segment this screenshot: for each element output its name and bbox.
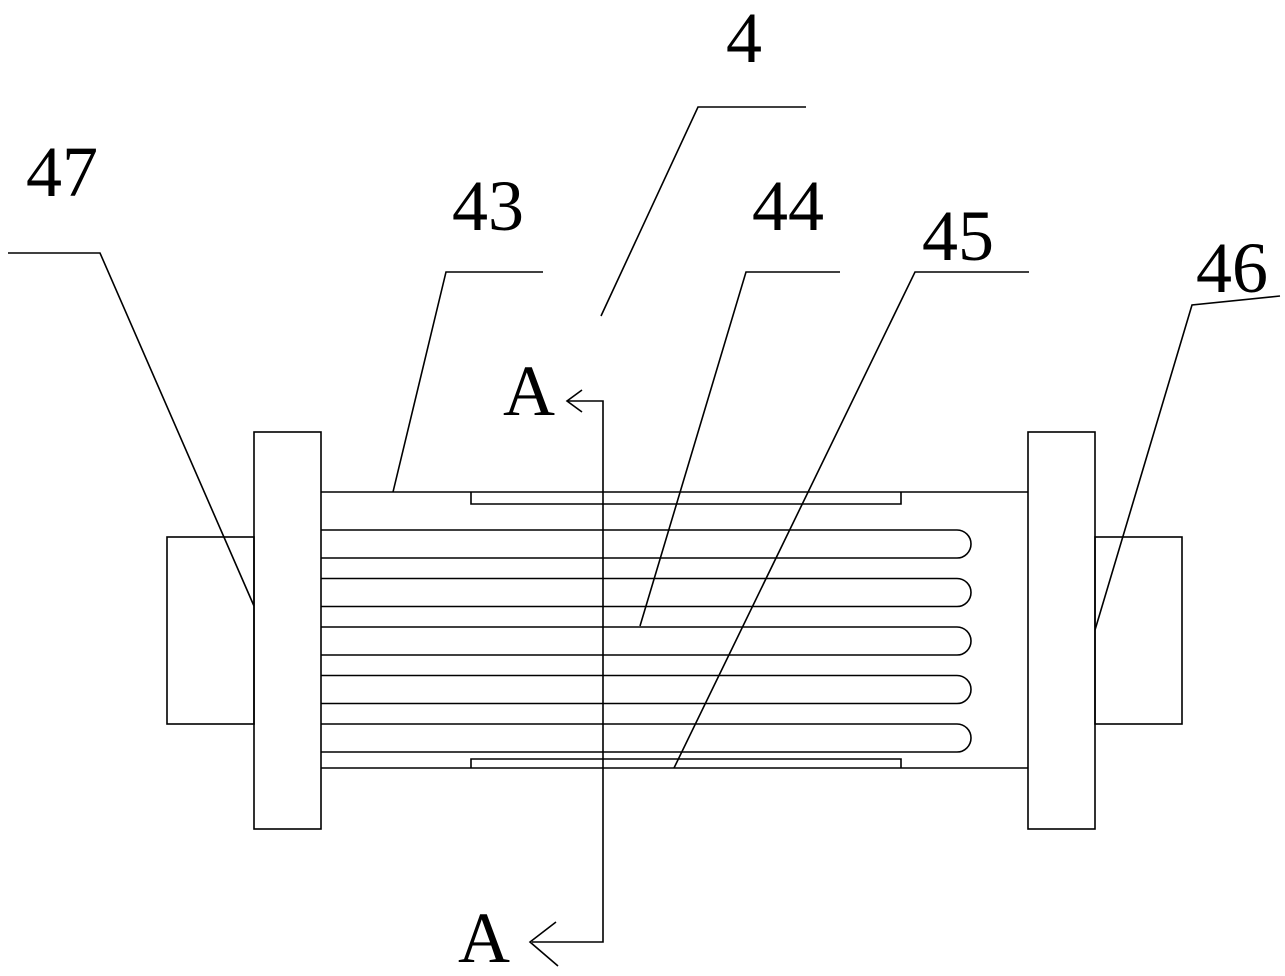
- bottom-baffle-strip: [470, 758, 902, 768]
- section-mark-bottom: A: [458, 898, 510, 976]
- right-connector-stub: [1094, 536, 1183, 725]
- label-part-43: 43: [452, 166, 524, 246]
- section-arrow-top-icon: [565, 389, 583, 413]
- leader-43: [392, 271, 543, 493]
- leader-47: [8, 252, 255, 607]
- label-part-45: 45: [922, 196, 994, 276]
- u-tube-4: [321, 674, 972, 705]
- section-mark-top: A: [503, 351, 555, 431]
- leader-44: [639, 271, 840, 627]
- u-tube-bundle: [321, 529, 972, 753]
- label-part-44: 44: [752, 166, 824, 246]
- section-arrow-bottom-icon: [528, 921, 559, 967]
- leader-lines: [8, 106, 1281, 769]
- u-tube-5: [321, 723, 972, 753]
- leader-45: [673, 271, 1029, 769]
- u-tube-3: [321, 626, 972, 656]
- u-tube-2: [321, 577, 972, 608]
- leader-46: [1094, 295, 1281, 631]
- left-connector-stub: [166, 536, 255, 725]
- label-part-47: 47: [26, 132, 98, 212]
- section-line-a-a: [528, 389, 604, 967]
- left-flange-plate: [253, 431, 322, 830]
- top-baffle-strip: [470, 492, 902, 505]
- label-part-4: 4: [726, 0, 762, 78]
- shell-body: [321, 491, 1028, 769]
- u-tube-1: [321, 529, 972, 559]
- right-flange-plate: [1027, 431, 1096, 830]
- leader-4: [600, 106, 806, 317]
- label-part-46: 46: [1196, 228, 1268, 308]
